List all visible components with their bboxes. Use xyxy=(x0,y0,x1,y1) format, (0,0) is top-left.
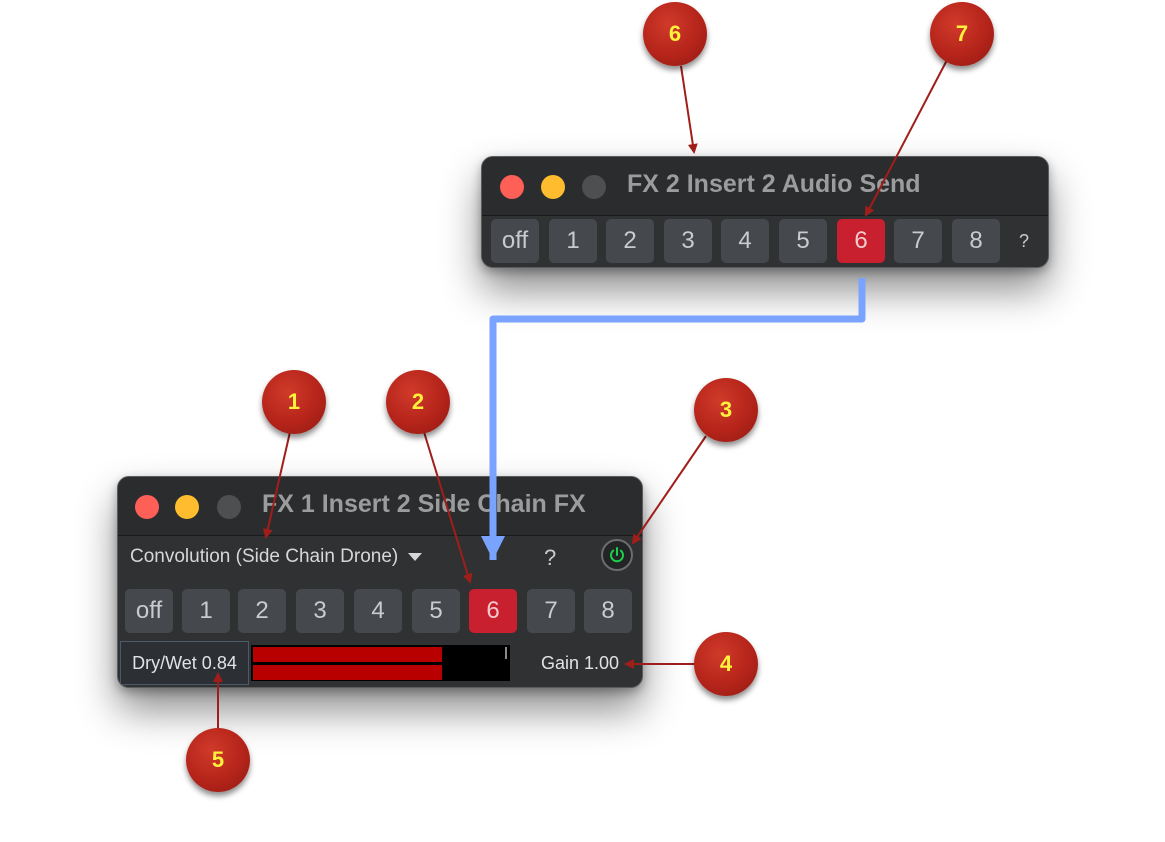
effect-select-value: Convolution (Side Chain Drone) xyxy=(130,546,399,567)
channel-8-button[interactable]: 8 xyxy=(952,219,1000,263)
fx2-titlebar[interactable]: FX 2 Insert 2 Audio Send xyxy=(482,157,1048,216)
callout-arrow-3 xyxy=(631,435,707,545)
channel-4-button[interactable]: 4 xyxy=(721,219,769,263)
callout-arrow-2 xyxy=(423,431,473,584)
fx2-window: FX 2 Insert 2 Audio Send off 1 2 3 4 5 6… xyxy=(481,156,1049,268)
zoom-button[interactable] xyxy=(217,495,241,519)
help-button[interactable]: ? xyxy=(544,545,557,570)
channel-2-button[interactable]: 2 xyxy=(606,219,654,263)
channel-1-button[interactable]: 1 xyxy=(182,589,230,633)
callout-6: 6 xyxy=(643,2,707,66)
channel-6-button[interactable]: 6 xyxy=(469,589,517,633)
callout-3: 3 xyxy=(694,378,758,442)
channel-4-button[interactable]: 4 xyxy=(354,589,402,633)
window-title: FX 1 Insert 2 Side Chain FX xyxy=(262,490,586,518)
channel-3-button[interactable]: 3 xyxy=(296,589,344,633)
callout-arrow-7 xyxy=(865,59,948,217)
power-icon xyxy=(610,547,624,563)
channel-1-button[interactable]: 1 xyxy=(549,219,597,263)
channel-off-button[interactable]: off xyxy=(491,219,539,263)
channel-5-button[interactable]: 5 xyxy=(779,219,827,263)
fx1-window: FX 1 Insert 2 Side Chain FX Convolution … xyxy=(117,476,643,688)
window-title: FX 2 Insert 2 Audio Send xyxy=(627,170,921,198)
callout-1: 1 xyxy=(262,370,326,434)
channel-2-button[interactable]: 2 xyxy=(238,589,286,633)
minimize-button[interactable] xyxy=(175,495,199,519)
routing-line xyxy=(481,278,866,560)
zoom-button[interactable] xyxy=(582,175,606,199)
channel-7-button[interactable]: 7 xyxy=(527,589,575,633)
callout-5: 5 xyxy=(186,728,250,792)
meter-peak-marker xyxy=(505,647,507,659)
power-button[interactable] xyxy=(601,539,633,571)
callout-4: 4 xyxy=(694,632,758,696)
callout-7: 7 xyxy=(930,2,994,66)
help-button[interactable]: ? xyxy=(1019,231,1030,251)
channel-5-button[interactable]: 5 xyxy=(412,589,460,633)
close-button[interactable] xyxy=(500,175,524,199)
callout-2: 2 xyxy=(386,370,450,434)
dropdown-triangle-icon xyxy=(408,553,423,561)
minimize-button[interactable] xyxy=(541,175,565,199)
channel-off-button[interactable]: off xyxy=(125,589,173,633)
channel-8-button[interactable]: 8 xyxy=(584,589,632,633)
channel-7-button[interactable]: 7 xyxy=(894,219,942,263)
channel-3-button[interactable]: 3 xyxy=(664,219,712,263)
callout-arrow-6 xyxy=(680,65,698,154)
dry-wet-control[interactable]: Dry/Wet 0.84 xyxy=(120,641,249,685)
fx1-titlebar[interactable]: FX 1 Insert 2 Side Chain FX xyxy=(118,477,642,536)
close-button[interactable] xyxy=(135,495,159,519)
level-meter xyxy=(251,645,510,681)
channel-6-button[interactable]: 6 xyxy=(837,219,885,263)
meter-bar-left xyxy=(253,647,442,662)
callout-arrow-1 xyxy=(262,431,291,539)
gain-control[interactable]: Gain 1.00 xyxy=(540,653,620,673)
effect-select[interactable]: Convolution (Side Chain Drone) xyxy=(130,544,423,570)
meter-bar-right xyxy=(253,665,442,680)
